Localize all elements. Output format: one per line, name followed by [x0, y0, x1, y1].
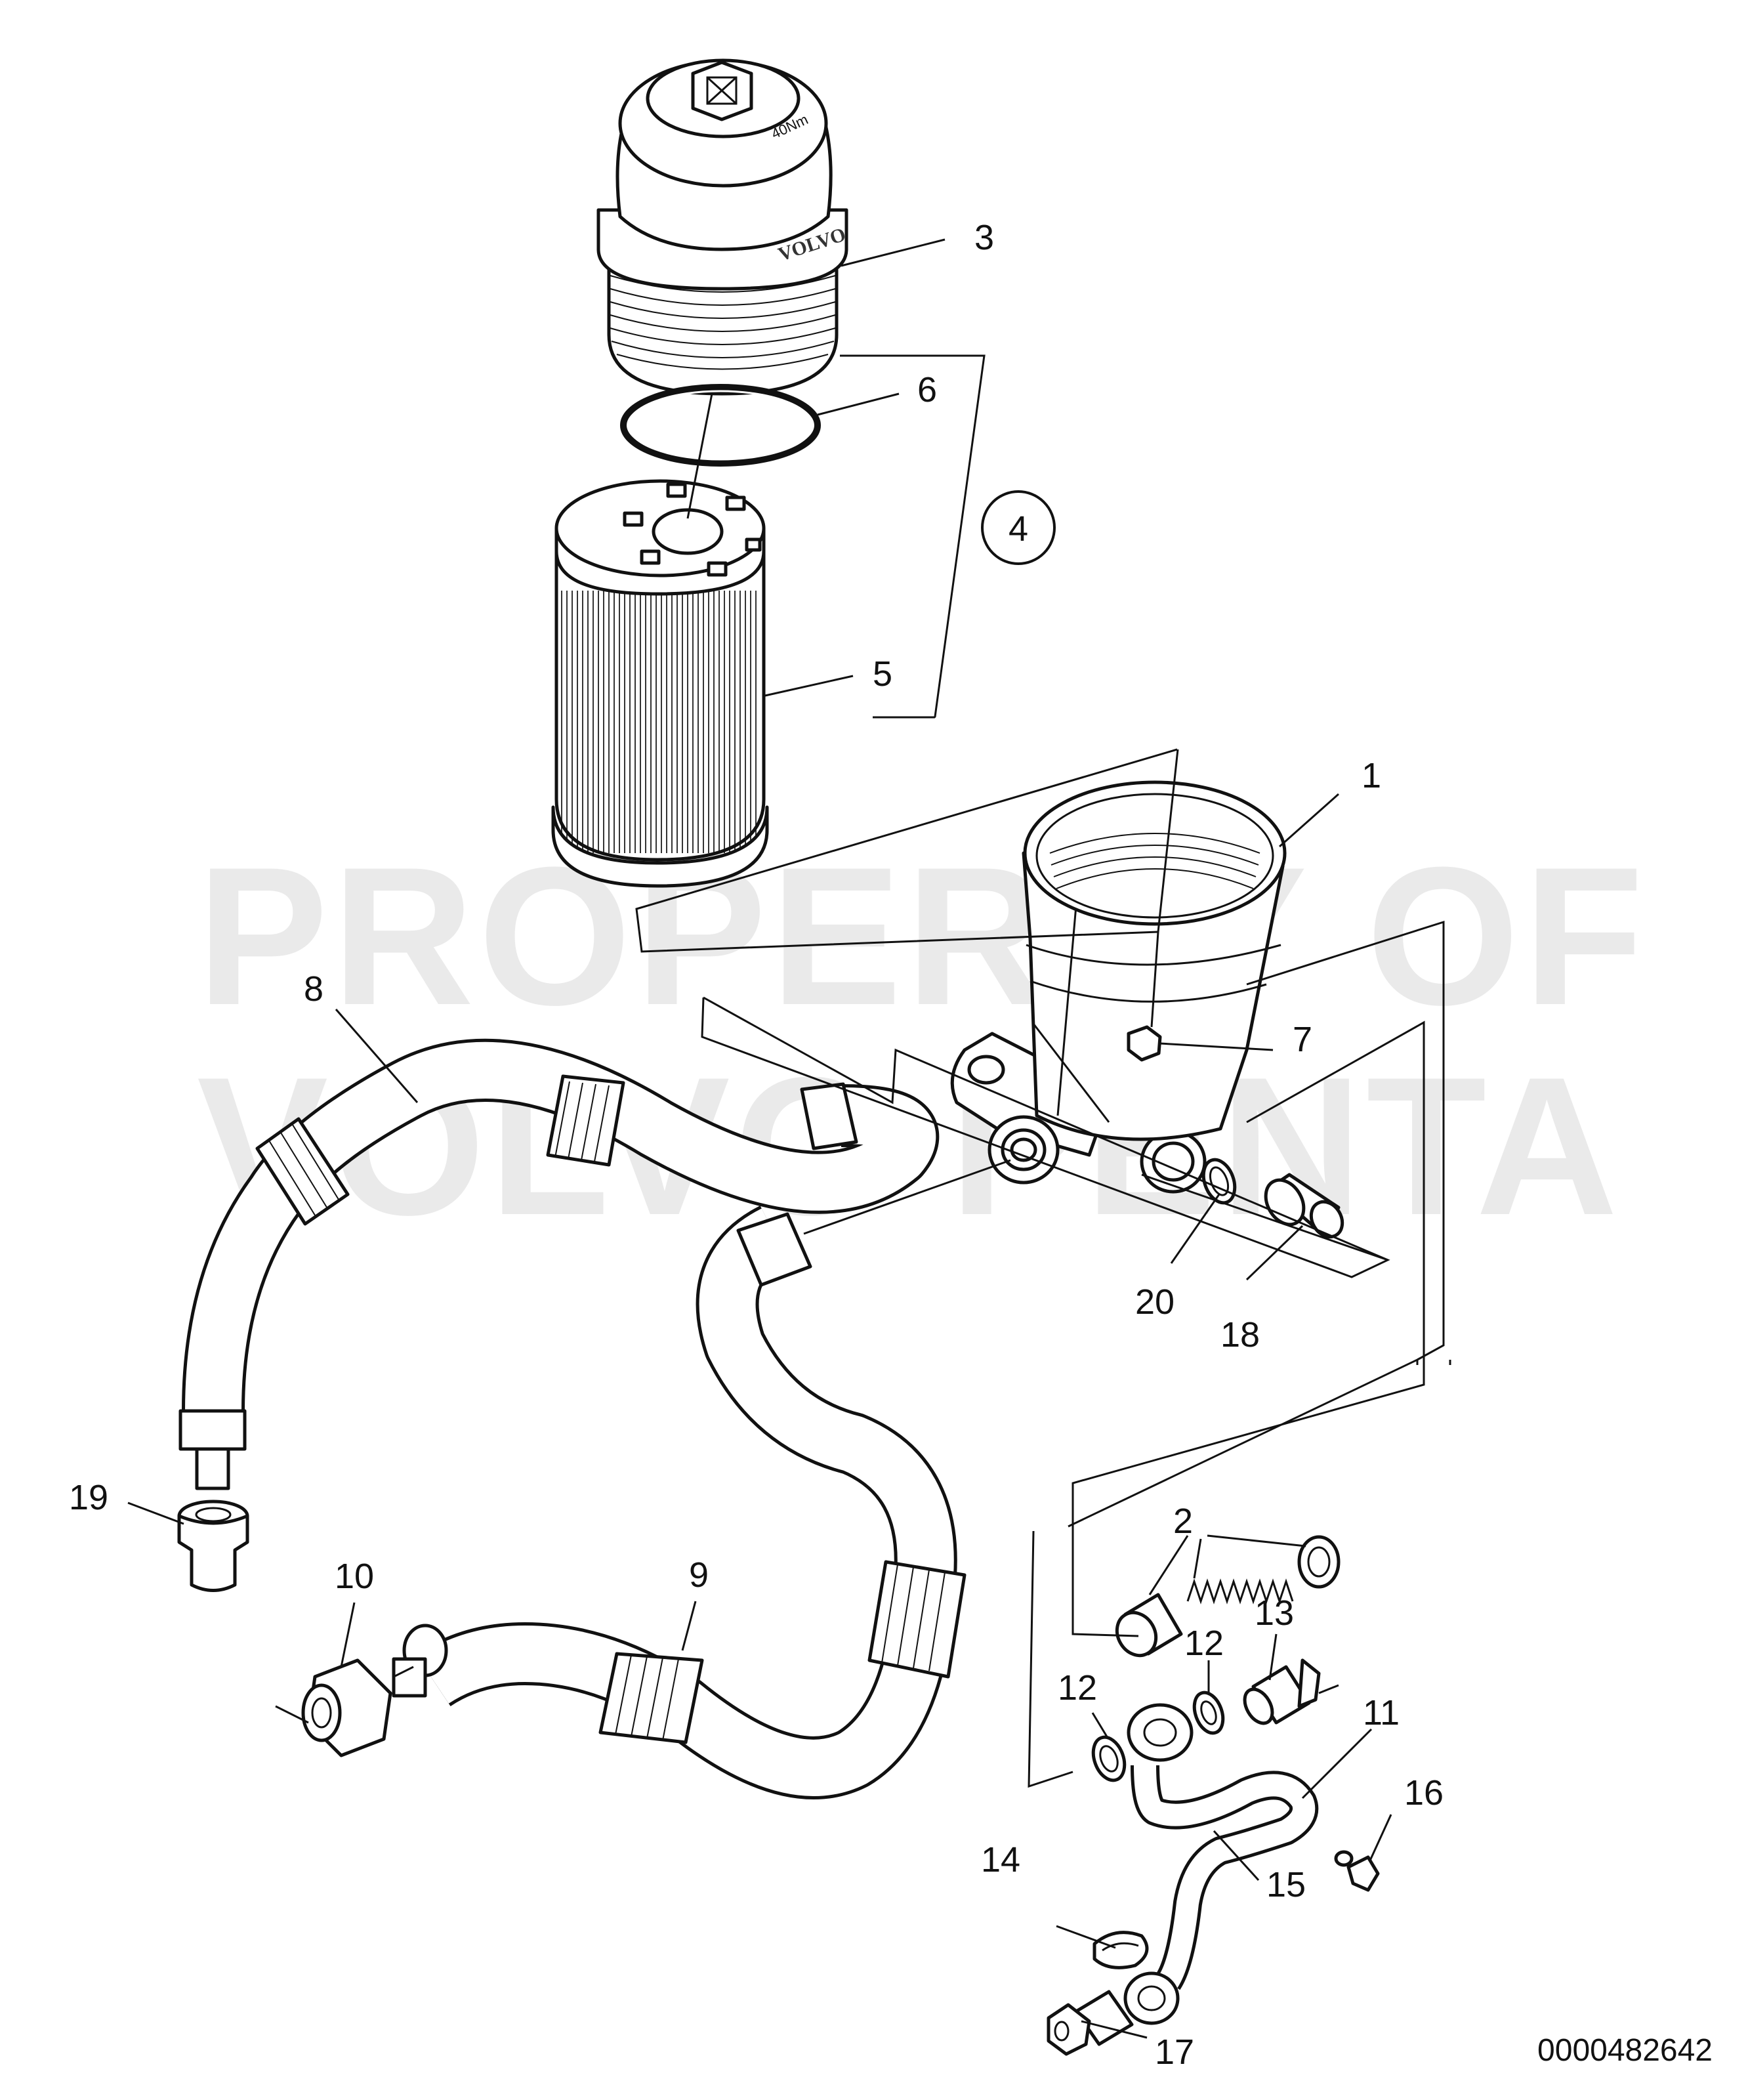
label-4: 4 [1009, 509, 1028, 549]
filter-element [551, 479, 769, 888]
hose-clamp-14 [1092, 1931, 1149, 1969]
label-20: 20 [1135, 1282, 1175, 1322]
label-12-left: 12 [1058, 1668, 1097, 1708]
part-labels: 3 6 4 5 1 7 20 18 8 19 10 9 2 13 12 12 1… [69, 218, 1444, 2072]
hose-8-sleeve-ribs [268, 1081, 610, 1218]
clip-16 [1334, 1850, 1380, 1892]
union-10 [301, 1658, 392, 1757]
banjo-bolt-13 [1243, 1658, 1321, 1725]
label-7: 7 [1293, 1020, 1312, 1059]
oil-hose-9 [392, 1206, 967, 1799]
union-fitting-18 [1264, 1173, 1344, 1239]
label-15: 15 [1266, 1865, 1306, 1904]
adapter-19 [177, 1500, 249, 1592]
banjo-eye-top [1127, 1703, 1194, 1762]
housing-port-right [1140, 1129, 1207, 1194]
filter-top-tabs [623, 482, 762, 577]
label-19: 19 [69, 1478, 108, 1517]
label-18: 18 [1220, 1315, 1260, 1354]
valve-plug [1297, 1535, 1341, 1589]
oil-hose-8 [178, 1038, 940, 1490]
banjo-eye-bottom [1123, 1971, 1180, 2025]
label-3: 3 [974, 218, 994, 257]
washer-12-left [1091, 1735, 1127, 1782]
label-2: 2 [1173, 1502, 1193, 1541]
hose-9-sleeve-ribs [615, 1564, 946, 1741]
oil-pipe-11 [1123, 1703, 1319, 2025]
oil-filter-cap: 40Nm VOLVO [596, 58, 848, 396]
label-9: 9 [689, 1555, 709, 1595]
label-1: 1 [1362, 756, 1381, 795]
label-12-right: 12 [1184, 1624, 1224, 1663]
label-8: 8 [304, 969, 323, 1009]
washer-12-right [1192, 1690, 1225, 1735]
bracket-bolt-hole [967, 1055, 1005, 1085]
label-17: 17 [1155, 2032, 1194, 2072]
label-6: 6 [917, 370, 937, 410]
label-5: 5 [873, 654, 892, 694]
label-16: 16 [1404, 1773, 1444, 1813]
label-13: 13 [1255, 1593, 1294, 1633]
o-ring-6 [620, 384, 821, 467]
label-14: 14 [981, 1840, 1020, 1880]
document-number: 0000482642 [1537, 2033, 1713, 2068]
watermark-line-1: PROPERTY OF [197, 826, 1648, 1046]
leader-lines [127, 238, 1451, 2039]
label-10: 10 [335, 1557, 374, 1596]
housing-nut-7 [1127, 1025, 1162, 1062]
valve-spring [1186, 1578, 1294, 1605]
callout-circle-4 [981, 490, 1056, 565]
label-11: 11 [1363, 1693, 1400, 1732]
housing-port-left [988, 1115, 1060, 1185]
valve-assembly-2 [1115, 1535, 1341, 1658]
